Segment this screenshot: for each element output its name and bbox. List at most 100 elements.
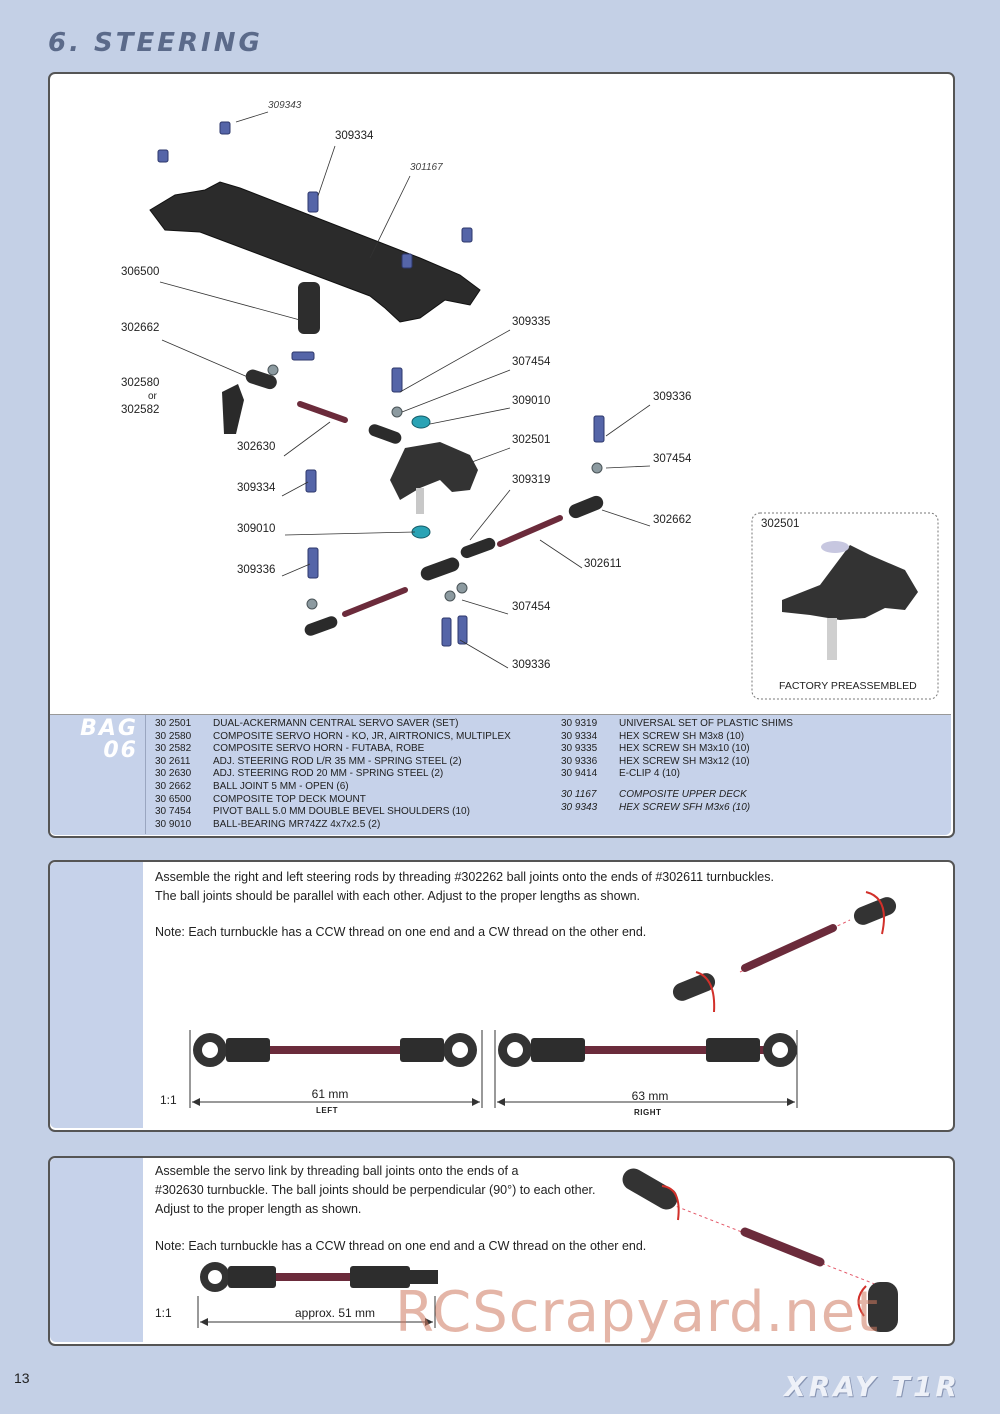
brand-logo: XRAY T1R [784,1370,960,1403]
screw-icon [157,149,169,163]
part-label: 302630 [237,441,276,453]
ball-joint [420,557,460,581]
part-number: 30 9336 [561,755,598,767]
step2-side-band [50,1158,143,1342]
steering-rod [297,401,348,423]
ball-joint [622,1168,678,1210]
parts-list-row: 30 2611 ADJ. STEERING ROD L/R 35 MM - SPR… [155,756,511,769]
part-number: 30 2580 [155,730,192,742]
step2-note: Note: Each turnbuckle has a CCW thread o… [155,1239,647,1253]
part-label: 302611 [584,558,622,570]
inset-part-label: 302501 [761,518,800,530]
inset-box [751,512,939,700]
ball-joint [868,1282,898,1332]
screw-icon [457,615,468,645]
watermark: RCScrapyard.net [395,1280,880,1345]
part-label: 307454 [653,453,692,465]
servo-horn [222,384,244,434]
part-number: 30 9343 [561,801,598,813]
part-label: 309010 [512,395,551,407]
part-description: ADJ. STEERING ROD L/R 35 MM - SPRING STE… [213,755,462,767]
parts-list-band [50,714,951,835]
parts-list-row: 30 9414 E-CLIP 4 (10) [561,768,793,781]
part-number: 30 9335 [561,743,598,755]
part-number: 30 9334 [561,730,598,742]
ball-joint [304,616,338,636]
part-description: UNIVERSAL SET OF PLASTIC SHIMS [619,718,793,729]
pivot-ball-icon [456,582,468,594]
part-number: 30 9414 [561,768,598,780]
pivot-ball-icon [591,462,603,474]
step1-panel [48,860,955,1132]
part-label: 302582 [121,404,160,416]
part-number: 30 2630 [155,768,192,780]
step2-text-line: #302630 turnbuckle. The ball joints shou… [155,1183,596,1197]
rotation-arrow-icon [695,971,716,1013]
part-description: COMPOSITE TOP DECK MOUNT [213,793,366,805]
part-description: COMPOSITE UPPER DECK [619,788,747,800]
step2-scale: 1:1 [155,1306,172,1320]
exploded-turnbuckle [740,1227,825,1267]
step1-note: Note: Each turnbuckle has a CCW thread o… [155,925,647,939]
right-rod-dimension: 63 mm [631,1089,669,1103]
parts-list-row: 30 6500 COMPOSITE TOP DECK MOUNT [155,794,511,807]
ball-joint [672,973,716,1001]
rotation-arrow-icon [865,891,885,935]
servo-saver [390,442,478,500]
part-description: COMPOSITE SERVO HORN - KO, JR, AIRTRONIC… [213,730,511,742]
part-description: HEX SCREW SH M3x12 (10) [619,755,750,767]
screw-icon [391,367,403,393]
part-number: 30 2611 [155,755,191,767]
parts-list-row: 30 2580 COMPOSITE SERVO HORN - KO, JR, AI… [155,731,511,744]
inset-post [827,618,837,660]
part-description: DUAL-ACKERMANN CENTRAL SERVO SAVER (SET) [213,718,459,729]
part-label: 302662 [121,322,160,334]
inset-bearing [821,541,849,553]
part-label: 306500 [121,266,160,278]
left-rod-dimension: 61 mm [311,1087,349,1101]
step1-scale: 1:1 [160,1093,177,1107]
part-description: E-CLIP 4 (10) [619,768,680,780]
inset-servo-saver [782,545,918,620]
part-number: 30 9010 [155,818,192,830]
part-description: ADJ. STEERING ROD 20 MM - SPRING STEEL (… [213,768,444,780]
bag-number: 06 [103,738,138,763]
bearing-icon [411,415,431,429]
left-steering-rod [193,1033,477,1067]
left-rod-label: LEFT [316,1106,338,1115]
part-number: 30 2582 [155,743,192,755]
part-description: BALL JOINT 5 MM - OPEN (6) [213,780,349,792]
part-label: 302580 [121,377,160,389]
screw-icon [307,191,319,213]
step1-side-band [50,862,143,1128]
step1-text-line: Assemble the right and left steering rod… [155,870,774,884]
part-label: or [148,391,157,402]
parts-list-row: 30 9010 BALL-BEARING MR74ZZ 4x7x2.5 (2) [155,819,511,832]
part-number: 30 6500 [155,793,192,805]
inset-caption: FACTORY PREASSEMBLED [779,680,917,692]
rotation-arrow-icon [661,1185,680,1221]
step2-instructions: Assemble the servo link by threading bal… [155,1162,646,1256]
screw-icon [401,253,413,269]
pivot-ball-icon [267,364,279,376]
right-rod-label: RIGHT [634,1108,662,1117]
parts-list-row: 30 2630 ADJ. STEERING ROD 20 MM - SPRING … [155,768,511,781]
part-label: 307454 [512,601,551,613]
ball-joint [460,537,496,559]
part-label: 309336 [653,391,692,403]
part-label: 302501 [512,434,551,446]
screw-icon [441,617,452,647]
part-label: 309319 [512,474,551,486]
servo-link-dimension: approx. 51 mm [294,1306,376,1320]
part-label: 309335 [512,316,551,328]
part-description: BALL-BEARING MR74ZZ 4x7x2.5 (2) [213,818,381,830]
